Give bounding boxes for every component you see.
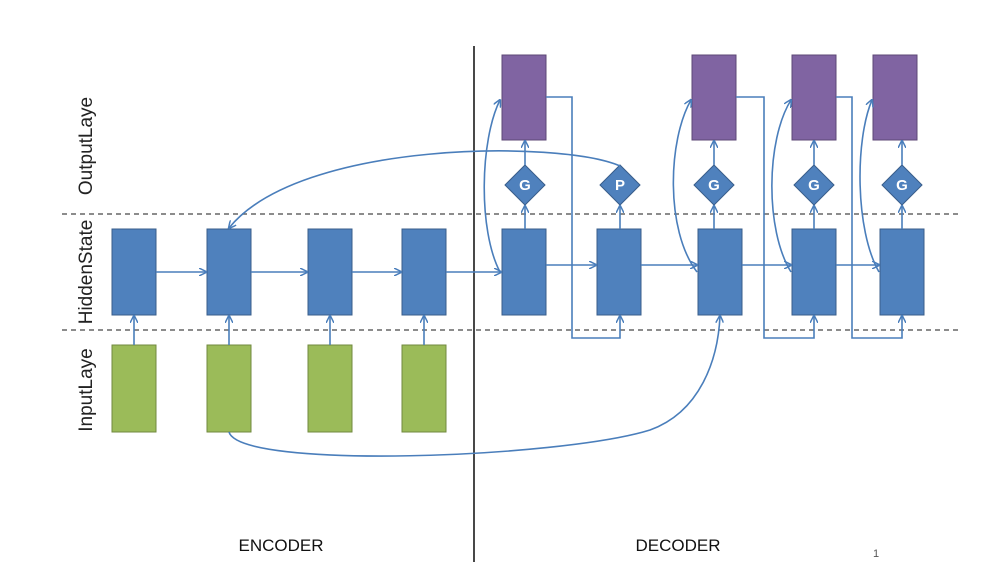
input-block [401, 344, 447, 433]
page-number: 1 [873, 548, 879, 560]
output-feedback-arrow [546, 96, 620, 339]
decoder-hidden-block [791, 228, 837, 316]
hidden-to-output-arc [771, 100, 791, 273]
hidden-to-output-arc [483, 100, 500, 273]
output-layer [501, 54, 918, 141]
gate-generate: G [693, 164, 735, 206]
decoder-label: DECODER [635, 536, 720, 555]
hidden-to-output-arc [859, 100, 880, 273]
input-block [111, 344, 157, 433]
output-block [872, 54, 918, 141]
gate-label: P [615, 177, 625, 194]
copy-input-arc [228, 316, 720, 457]
output-block [691, 54, 737, 141]
gate-generate: G [793, 164, 835, 206]
hidden-layer [111, 228, 925, 316]
decoder-hidden-block [879, 228, 925, 316]
encoder-hidden-block [401, 228, 447, 316]
output-block [791, 54, 837, 141]
connections [134, 96, 902, 457]
gate-generate: G [881, 164, 923, 206]
gate-label: G [808, 177, 820, 194]
gate-label: G [896, 177, 908, 194]
encoder-hidden-block [111, 228, 157, 316]
decoder-hidden-block [501, 228, 547, 316]
hidden-state-label: HiddenState [76, 220, 97, 325]
input-block [206, 344, 252, 433]
decoder-hidden-block [596, 228, 642, 316]
input-layer [111, 344, 447, 433]
pointer-attention-arc [229, 150, 621, 228]
output-block [501, 54, 547, 141]
output-feedback-arrow [836, 96, 902, 339]
gate-label: G [519, 177, 531, 194]
gate-pointer: P [599, 164, 641, 206]
encoder-hidden-block [307, 228, 353, 316]
output-feedback-arrow [736, 96, 814, 339]
input-block [307, 344, 353, 433]
gates: G P G G G [504, 164, 923, 206]
gate-generate: G [504, 164, 546, 206]
encoder-label: ENCODER [238, 536, 323, 555]
decoder-hidden-block [697, 228, 743, 316]
gate-label: G [708, 177, 720, 194]
hidden-to-output-arc [672, 100, 698, 273]
output-layer-label: OutputLaye [76, 97, 97, 195]
encoder-hidden-block [206, 228, 252, 316]
input-layer-label: InputLaye [76, 348, 97, 431]
